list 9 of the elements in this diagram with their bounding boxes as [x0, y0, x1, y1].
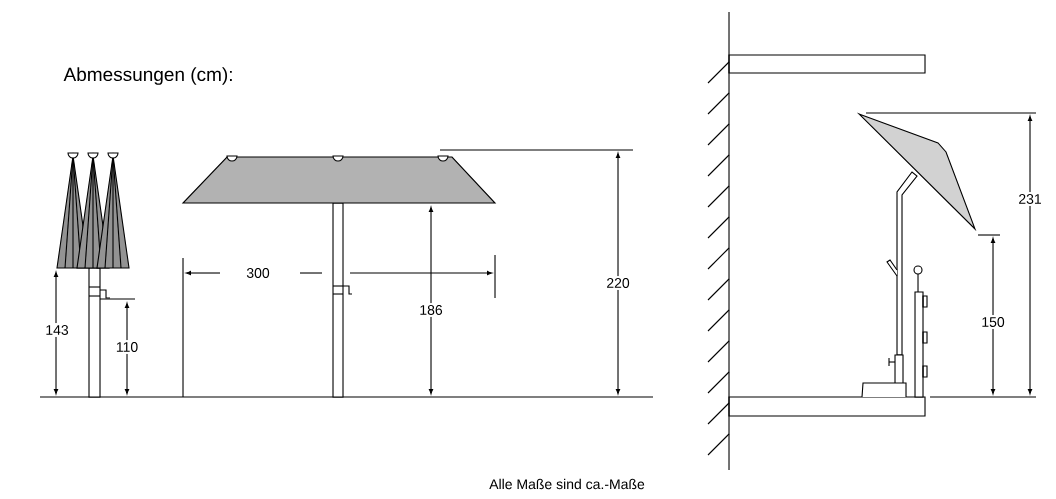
- dimension-label: 231: [1016, 192, 1044, 206]
- dimension-label: 143: [43, 323, 71, 337]
- dimension-label: 220: [604, 276, 632, 290]
- dimension-label: 150: [979, 315, 1007, 329]
- dimension-label: 300: [244, 266, 272, 280]
- caption: Alle Maße sind ca.-Maße: [489, 478, 645, 490]
- dimension-label: 186: [417, 303, 445, 317]
- dimension-label: 110: [113, 340, 141, 354]
- title: Abmessungen (cm):: [63, 67, 232, 85]
